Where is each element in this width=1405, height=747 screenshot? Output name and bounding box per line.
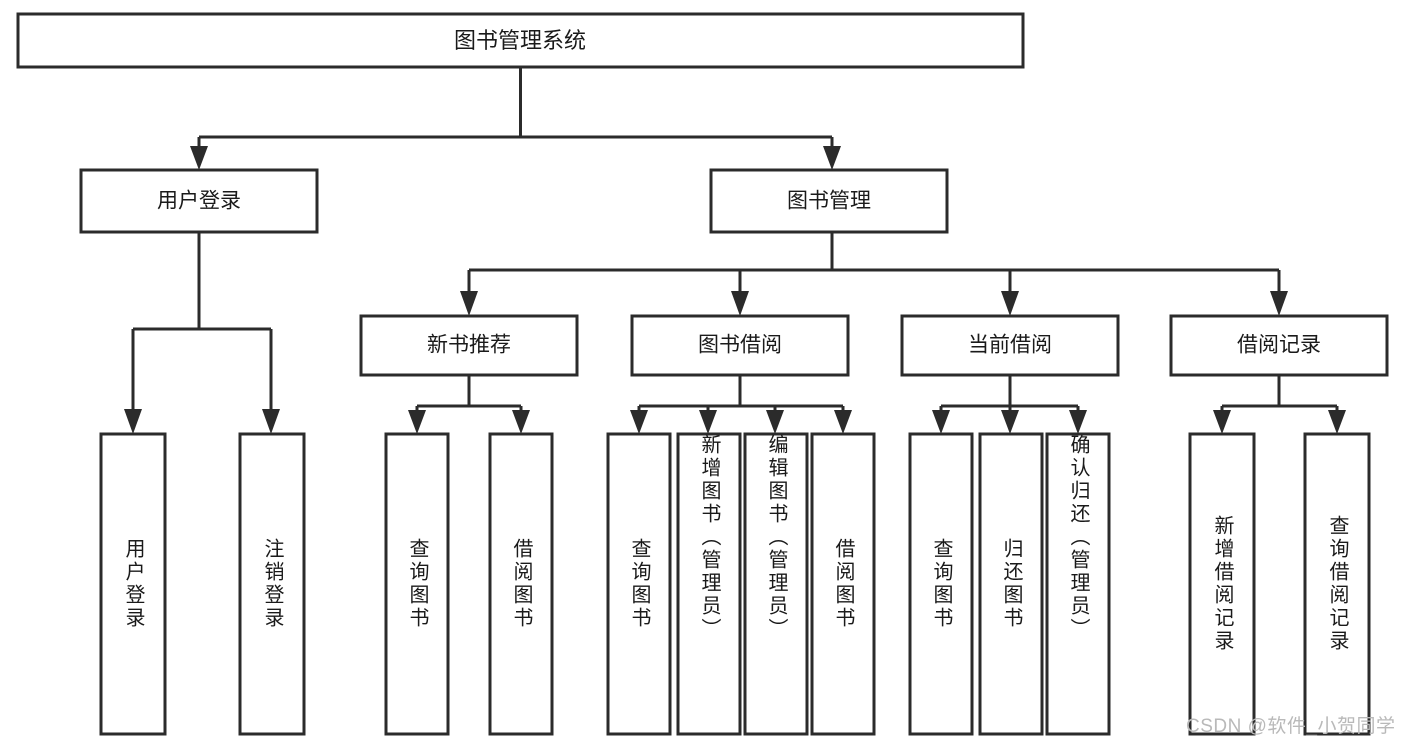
node-leaf-confirm-return-admin[interactable] <box>1045 432 1111 736</box>
connector-borrowrecord-to-leaves <box>1213 375 1346 434</box>
node-current-borrow[interactable]: 当前借阅 <box>900 314 1120 377</box>
node-leaf-borrow-book[interactable] <box>810 432 876 736</box>
node-label-book-management: 图书管理 <box>787 190 871 213</box>
node-leaf-query-book-newbook[interactable] <box>384 432 450 736</box>
node-leaf-logout-login[interactable] <box>238 432 306 736</box>
node-leaf-query-borrow-record[interactable] <box>1303 432 1371 736</box>
node-new-book-recommend[interactable]: 新书推荐 <box>359 314 579 377</box>
node-leaf-query-book-borrow[interactable] <box>606 432 672 736</box>
connector-newbook-to-leaves <box>408 375 530 434</box>
node-label-book-borrow: 图书借阅 <box>698 334 782 357</box>
node-leaf-user-login[interactable] <box>99 432 167 736</box>
node-user-login[interactable]: 用户登录 <box>79 168 319 234</box>
node-book-management[interactable]: 图书管理 <box>709 168 949 234</box>
watermark-text: CSDN @软件_小贺同学 <box>1186 716 1396 737</box>
node-label-borrow-record: 借阅记录 <box>1237 334 1321 357</box>
connector-bookborrow-to-leaves <box>630 375 852 434</box>
connector-bookmgmt-to-level3 <box>460 232 1288 316</box>
node-label-user-login: 用户登录 <box>157 190 241 213</box>
node-borrow-record[interactable]: 借阅记录 <box>1169 314 1389 377</box>
node-leaf-add-borrow-record[interactable] <box>1188 432 1256 736</box>
node-label-root: 图书管理系统 <box>454 28 586 53</box>
connector-userlogin-to-leaves <box>124 232 280 434</box>
node-book-borrow[interactable]: 图书借阅 <box>630 314 850 377</box>
connector-root-to-level2 <box>190 67 841 170</box>
node-leaf-borrow-book-newbook[interactable] <box>488 432 554 736</box>
node-label-new-book-recommend: 新书推荐 <box>427 334 511 357</box>
node-leaf-edit-book-admin[interactable] <box>743 432 809 736</box>
node-leaf-query-book-current[interactable] <box>908 432 974 736</box>
node-leaf-add-book-admin[interactable] <box>676 432 742 736</box>
node-root-system[interactable]: 图书管理系统 <box>16 12 1025 69</box>
node-label-current-borrow: 当前借阅 <box>968 334 1052 357</box>
node-leaf-return-book[interactable] <box>978 432 1044 736</box>
connector-currentborrow-to-leaves <box>932 375 1087 434</box>
